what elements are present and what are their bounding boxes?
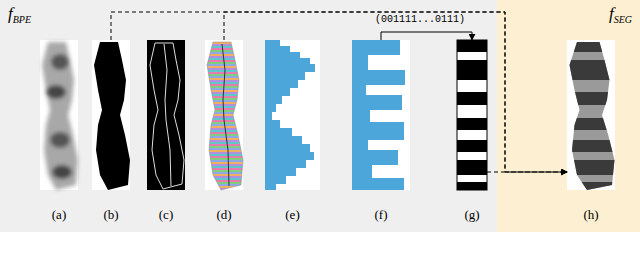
- panel-caption: (d): [216, 207, 231, 222]
- dark-band: [51, 54, 69, 70]
- dashed-arrow: [487, 172, 567, 173]
- medial-axis: [164, 44, 171, 186]
- figure-panel: (c): [147, 40, 185, 222]
- black-band: [457, 40, 487, 52]
- code-string: (001111...0111): [373, 14, 467, 26]
- chromosome-body: [42, 42, 78, 190]
- panel-ground: [40, 40, 78, 190]
- chromosome-image: [42, 42, 78, 190]
- segment-bands: [560, 40, 620, 190]
- panel-ground: [205, 40, 243, 190]
- dashed-arrow: [111, 12, 567, 172]
- panel-caption: (b): [103, 207, 118, 222]
- dark-segment: [560, 40, 620, 52]
- binary-profile: [352, 40, 405, 190]
- panel-ground: [92, 40, 130, 190]
- figure-panel: (h): [567, 40, 615, 222]
- figure-panel: (d): [205, 40, 243, 222]
- band-region: fBPE (a) (b) (c) (d) (e) (f) (g): [0, 0, 497, 232]
- panel-caption: (e): [285, 207, 299, 222]
- panel-caption: (c): [159, 207, 173, 222]
- density-profile: [265, 40, 315, 190]
- function-subscript: SEG: [614, 14, 632, 25]
- gray-ground: [0, 0, 497, 232]
- dashed-arrow: [224, 12, 567, 172]
- function-symbol: f: [8, 4, 13, 23]
- function-name: fBPE: [8, 4, 31, 25]
- black-band: [457, 160, 487, 175]
- contour-line: [150, 43, 184, 189]
- black-band: [457, 60, 487, 80]
- black-bands: [457, 40, 487, 190]
- band-region: fSEG (h): [497, 0, 640, 232]
- panel-caption: (a): [52, 207, 66, 222]
- dark-segment: [560, 118, 620, 130]
- black-band: [457, 140, 487, 152]
- dark-segment: [560, 182, 620, 190]
- figure-panel: (f): [352, 40, 410, 222]
- black-band: [457, 92, 487, 105]
- dark-segment: [560, 160, 620, 175]
- panel-ground: [352, 40, 410, 190]
- figure-panel: (g): [457, 40, 487, 222]
- figure-panel: (a): [40, 40, 78, 222]
- perpendicular-lines: [207, 42, 243, 190]
- dark-band: [52, 165, 72, 179]
- panel-caption: (f): [375, 207, 388, 222]
- dark-segment: [560, 92, 620, 105]
- figure-panel: (b): [92, 40, 130, 222]
- dark-segment: [560, 60, 620, 80]
- function-symbol: f: [609, 4, 614, 23]
- medial-axis: [222, 44, 229, 186]
- panel-ground: [265, 40, 320, 190]
- function-name: fSEG: [609, 4, 632, 25]
- function-subscript: BPE: [13, 14, 31, 25]
- solid-arrow: [381, 32, 472, 40]
- panel-caption: (h): [583, 207, 598, 222]
- panel-ground: [147, 40, 185, 190]
- black-band: [457, 118, 487, 130]
- panel-caption: (g): [464, 207, 479, 222]
- dark-segment: [560, 140, 620, 152]
- band-pattern: [457, 40, 487, 190]
- dark-band: [50, 132, 70, 148]
- figure-panel: (e): [265, 40, 320, 222]
- black-band: [457, 182, 487, 190]
- dark-band: [46, 85, 66, 99]
- binary-mask: [94, 42, 130, 190]
- yellow-ground: [497, 0, 640, 232]
